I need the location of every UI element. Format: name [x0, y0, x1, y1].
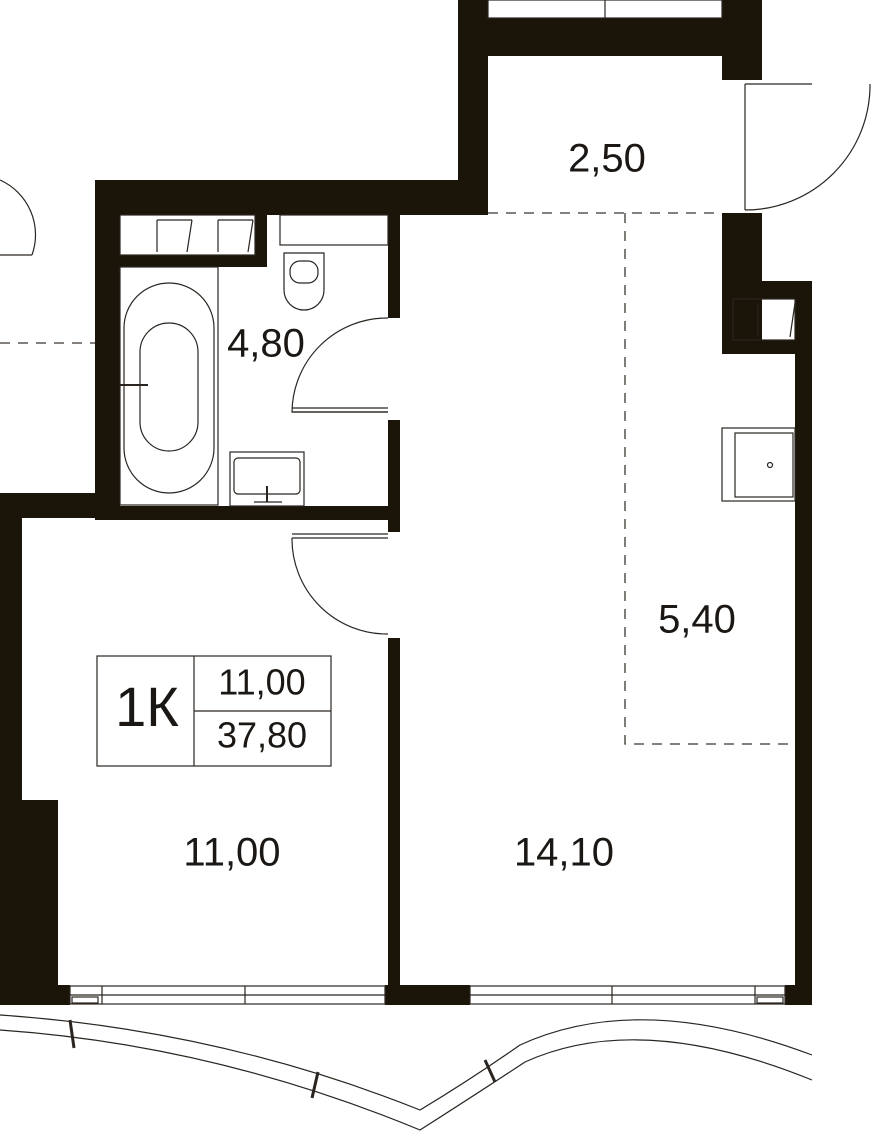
- wall-bath-bottom: [95, 506, 400, 520]
- doors: [0, 83, 871, 635]
- bedroom-door: [291, 537, 389, 635]
- fixtures: [71, 214, 796, 1004]
- balcony: [0, 1014, 813, 1131]
- wall-bedroom-left-thick: [0, 800, 58, 1003]
- wall-bottom-right: [785, 985, 812, 1005]
- wall-bath-shelf: [95, 255, 265, 267]
- badge-living-area: 11,00: [218, 662, 305, 703]
- toilet: [279, 214, 389, 246]
- wall-bath-top: [95, 180, 488, 215]
- windows: [69, 0, 786, 1005]
- wall-top-right-post: [722, 0, 762, 80]
- wall-right-outer: [795, 281, 812, 1003]
- wall-top-beam: [458, 18, 760, 56]
- radiator-right: [756, 996, 784, 1004]
- badge-apartment-type: 1К: [115, 675, 179, 738]
- radiator-left: [71, 996, 99, 1004]
- shelf-unit: [119, 214, 256, 256]
- entrance-door: [744, 83, 871, 211]
- apartment-badge: 1К 11,00 37,80: [96, 655, 332, 767]
- wall-bath-right-upper: [388, 213, 400, 318]
- zone-lines: [0, 212, 795, 745]
- wall-partition: [388, 638, 400, 1003]
- kitchen-niche-unit: [732, 298, 796, 341]
- walls: [0, 0, 812, 1005]
- wall-bath-shelf-post: [255, 213, 267, 267]
- kitchen-sink: [721, 427, 796, 502]
- bathroom-sink: [229, 451, 305, 507]
- bathroom-door: [291, 317, 389, 413]
- wall-bath-left: [95, 180, 120, 520]
- room-area-kitchen: 5,40: [658, 598, 736, 642]
- room-area-bathroom: 4,80: [227, 322, 305, 366]
- room-area-hall: 2,50: [568, 137, 646, 181]
- badge-total-area: 37,80: [217, 715, 307, 756]
- wall-right-niche-bottom: [722, 340, 812, 354]
- room-area-living: 14,10: [514, 831, 614, 875]
- wall-bottom-mid: [385, 985, 470, 1005]
- wall-bottom-left: [0, 985, 70, 1005]
- room-area-bedroom: 11,00: [183, 831, 280, 875]
- wall-right-step: [722, 281, 812, 299]
- wall-bath-right-lower: [388, 420, 400, 532]
